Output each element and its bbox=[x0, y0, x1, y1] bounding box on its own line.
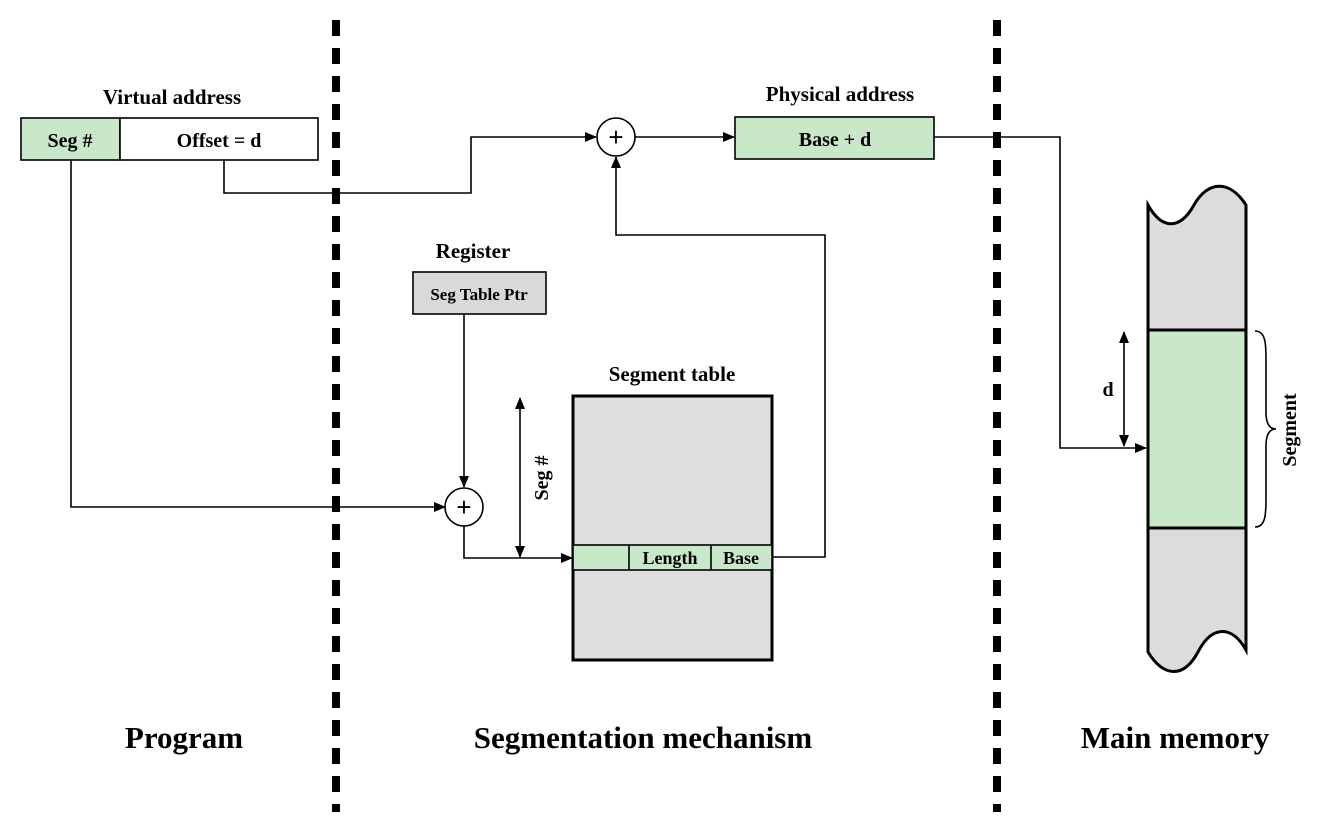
physical-address-title: Physical address bbox=[766, 82, 914, 106]
seg-to-adder-line bbox=[70, 160, 446, 512]
offset-field-label: Offset = d bbox=[177, 130, 262, 152]
adder-to-entry-line bbox=[463, 526, 573, 563]
physical-address-value: Base + d bbox=[799, 129, 872, 151]
section-label-segmentation: Segmentation mechanism bbox=[474, 720, 813, 755]
register-value: Seg Table Ptr bbox=[430, 285, 528, 304]
physical-address-box bbox=[734, 116, 935, 160]
register-box bbox=[412, 271, 547, 315]
address-adder-symbol: + bbox=[608, 122, 623, 152]
seg-index-label: Seg # bbox=[531, 456, 553, 501]
segment-table-title: Segment table bbox=[609, 362, 736, 386]
physical-to-memory-line bbox=[934, 136, 1147, 453]
memory-segment bbox=[1146, 328, 1248, 530]
seg-field-label: Seg # bbox=[48, 130, 93, 152]
entry-length-label: Length bbox=[642, 548, 697, 568]
offset-field-box bbox=[119, 117, 319, 161]
segment-table bbox=[571, 394, 774, 662]
virtual-address-title: Virtual address bbox=[103, 85, 241, 109]
segment-brace bbox=[1254, 330, 1277, 528]
table-adder-symbol: + bbox=[456, 492, 471, 522]
entry-base-label: Base bbox=[723, 548, 759, 568]
offset-to-adder-line bbox=[223, 132, 597, 194]
memory-offset-label: d bbox=[1102, 379, 1113, 401]
register-title: Register bbox=[436, 239, 511, 263]
section-label-main-memory: Main memory bbox=[1081, 720, 1270, 755]
section-label-program: Program bbox=[125, 720, 243, 755]
segment-brace-label: Segment bbox=[1279, 393, 1301, 467]
base-to-adder-line bbox=[611, 156, 826, 558]
segment-table-entry bbox=[572, 544, 773, 571]
